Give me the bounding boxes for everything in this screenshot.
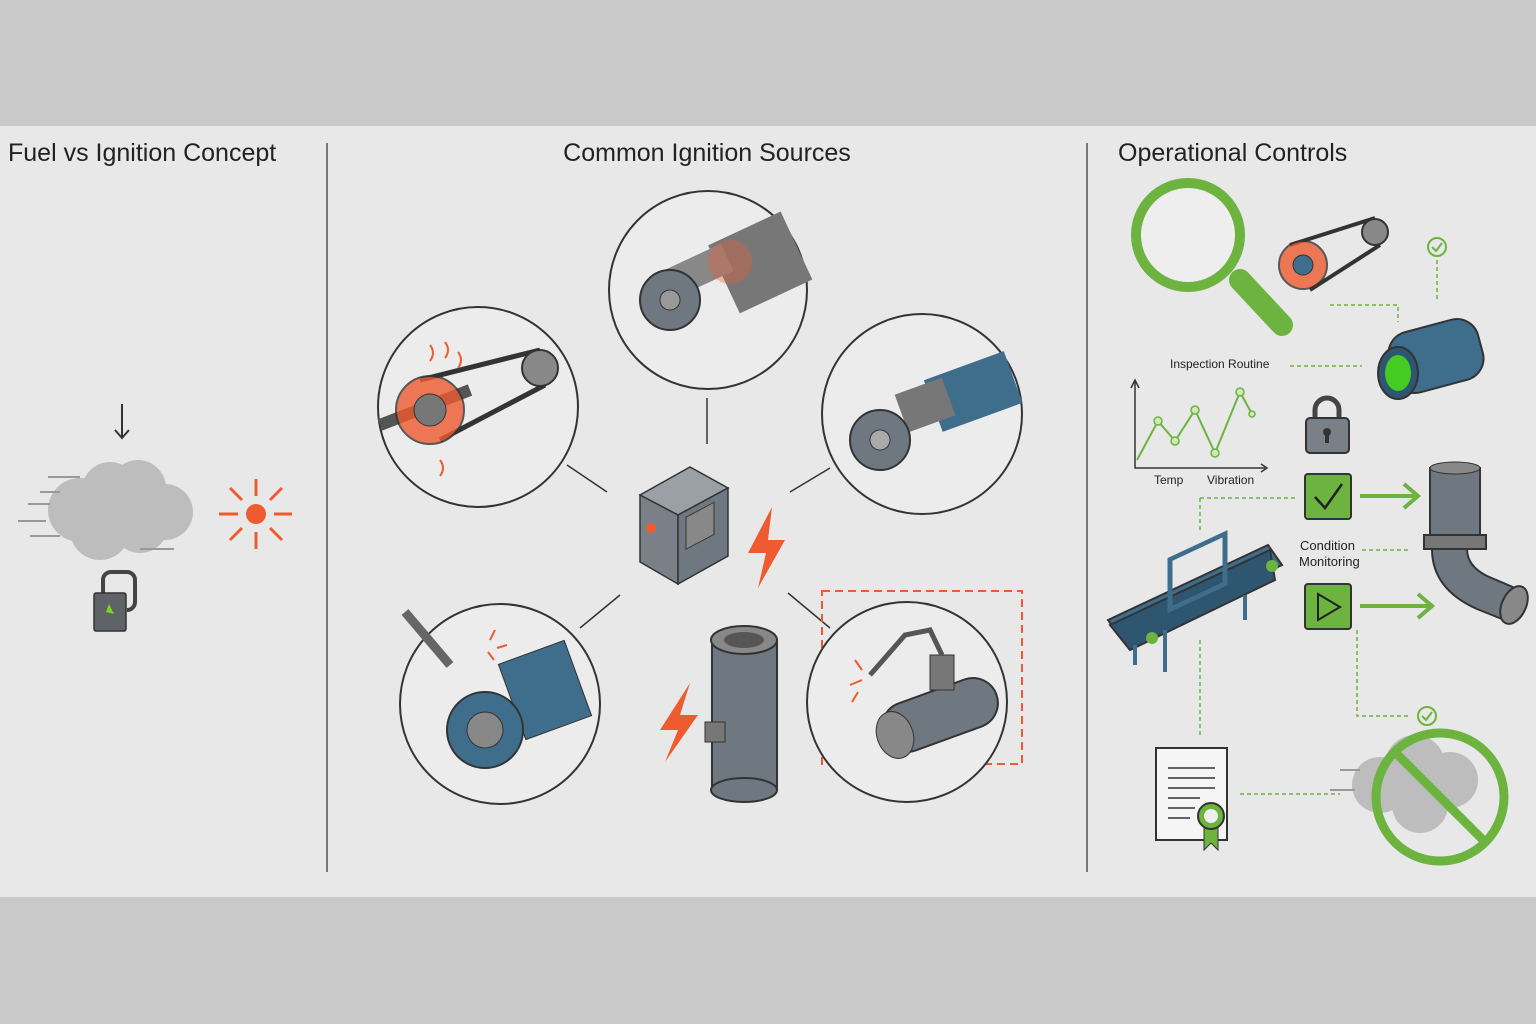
condition-monitoring-label: Condition xyxy=(1300,538,1355,553)
ignition-spark-icon xyxy=(219,479,292,549)
bottom-band xyxy=(0,897,1536,1024)
padlock-icon xyxy=(1305,395,1350,454)
electric-motor-icon xyxy=(1377,318,1485,400)
panel-title-ignition-sources: Common Ignition Sources xyxy=(563,139,851,167)
chart-axis-label-temp: Temp xyxy=(1154,473,1184,487)
chart-axis-label-vibration: Vibration xyxy=(1207,473,1254,487)
connector-lines xyxy=(566,398,831,629)
pipe-static-icon xyxy=(704,625,778,803)
conveyor-belt-icon xyxy=(1106,530,1284,672)
condition-monitoring-label: Monitoring xyxy=(1299,554,1360,569)
belt-pulley-icon xyxy=(1278,216,1389,292)
motor-coupling-circle xyxy=(821,313,1023,515)
panel-title-fuel-ignition: Fuel vs Ignition Concept xyxy=(8,139,276,167)
panel-title-operational-controls: Operational Controls xyxy=(1118,139,1347,167)
trend-chart-icon xyxy=(1130,378,1269,473)
belt-drive-friction-circle xyxy=(377,306,579,508)
no-fuel-cloud-icon xyxy=(1330,728,1509,866)
down-arrow-icon xyxy=(114,404,130,440)
certificate-document-icon xyxy=(1155,747,1228,852)
lightning-bolt-icon xyxy=(660,683,698,762)
fuel-cloud-icon xyxy=(18,460,193,560)
play-button-icon xyxy=(1304,583,1352,630)
check-button-icon xyxy=(1304,473,1352,520)
dashed-flow-lines xyxy=(1199,260,1438,795)
magnifying-glass-icon xyxy=(1131,178,1293,336)
top-band xyxy=(0,0,1536,126)
lightning-bolt-icon xyxy=(748,507,785,588)
grinding-machine-circle xyxy=(399,603,601,805)
inspection-routine-label: Inspection Routine xyxy=(1170,357,1270,371)
check-circle-icon xyxy=(1427,237,1447,257)
check-circle-icon xyxy=(1417,706,1437,726)
hot-work-welding-circle xyxy=(806,601,1008,803)
green-arrow-icon xyxy=(1360,482,1436,620)
fuel-container-icon xyxy=(93,570,137,632)
electrical-panel-icon xyxy=(638,466,730,586)
bearing-friction-circle xyxy=(608,190,813,390)
elbow-pipe-icon xyxy=(1423,461,1529,625)
